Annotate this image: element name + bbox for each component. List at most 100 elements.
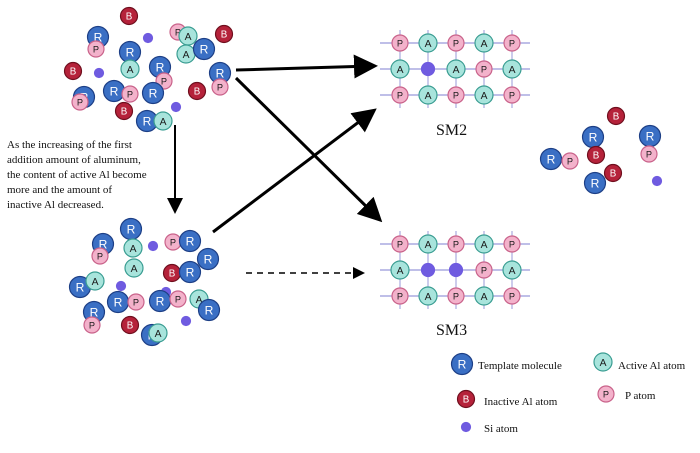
template-molecule-letter: R <box>589 130 598 144</box>
template-molecule: R <box>192 37 216 61</box>
p-atom: P <box>87 40 105 58</box>
template-molecule-shape <box>178 229 202 253</box>
p-atom-letter: P <box>175 27 181 37</box>
template-molecule-letter: R <box>156 60 165 74</box>
active-al-atom-letter: A <box>397 65 404 76</box>
inactive-al-atom-letter: B <box>127 321 134 332</box>
annotation-text: As the increasing of the first addition … <box>7 138 187 213</box>
active-al-atom: A <box>178 26 198 46</box>
active-al-atom-letter: A <box>196 295 203 306</box>
si-atom <box>651 175 663 187</box>
p-atom-letter: P <box>509 291 515 301</box>
active-al-atom-letter: A <box>425 240 432 251</box>
template-molecule: R <box>581 125 605 149</box>
template-molecule-letter: R <box>94 30 103 44</box>
active-al-atom-letter: A <box>92 277 99 288</box>
annotation-line-3: the content of active Al become <box>7 169 147 181</box>
template-molecule-letter: R <box>76 280 85 294</box>
legend-si-label: Si atom <box>484 423 518 435</box>
active-al-atom: A <box>474 286 494 306</box>
active-al-atom: A <box>418 286 438 306</box>
active-al-atom-shape <box>390 260 410 280</box>
p-atom: P <box>91 247 109 265</box>
p-atom-shape <box>475 60 493 78</box>
inactive-al-atom: B <box>119 6 139 26</box>
active-al-atom-shape <box>85 271 105 291</box>
p-atom: P <box>503 86 521 104</box>
template-molecule: R <box>148 289 172 313</box>
inactive-al-atom-shape <box>606 106 626 126</box>
inactive-al-atom-letter: B <box>613 112 620 123</box>
p-atom-letter: P <box>509 90 515 100</box>
p-atom-shape <box>391 86 409 104</box>
si-atom <box>93 67 105 79</box>
active-al-atom-shape <box>390 59 410 79</box>
p-atom: P <box>71 93 89 111</box>
annotation-line-5: inactive Al decreased. <box>7 199 104 211</box>
inactive-al-atom: B <box>114 101 134 121</box>
inactive-al-atom-shape <box>586 145 606 165</box>
p-atom: P <box>169 290 187 308</box>
active-al-atom-letter: A <box>425 292 432 303</box>
legend-active-label: Active Al atom <box>618 360 686 372</box>
p-atom: P <box>475 261 493 279</box>
active-al-atom-letter: A <box>509 65 516 76</box>
p-atom-shape <box>503 34 521 52</box>
active-al-atom-letter: A <box>160 117 167 128</box>
template-molecule: R <box>450 352 474 376</box>
active-al-atom-shape <box>474 33 494 53</box>
template-molecule: R <box>539 147 563 171</box>
p-atom: P <box>164 233 182 251</box>
p-atom: P <box>83 316 101 334</box>
p-atom-letter: P <box>217 82 223 92</box>
template-molecule-letter: R <box>149 86 158 100</box>
active-al-atom-letter: A <box>425 39 432 50</box>
p-atom: P <box>121 85 139 103</box>
template-molecule-letter: R <box>200 42 209 56</box>
active-al-atom-letter: A <box>453 65 460 76</box>
inactive-al-atom-shape <box>603 163 623 183</box>
template-molecule-shape <box>197 298 221 322</box>
template-molecule-letter: R <box>547 152 556 166</box>
p-atom-letter: P <box>93 44 99 54</box>
active-al-atom: A <box>176 44 196 64</box>
inactive-al-atom: B <box>162 263 182 283</box>
template-molecule-letter: R <box>99 237 108 251</box>
annotation-line-2: addition amount of aluminum, <box>7 154 141 166</box>
active-al-atom-shape <box>474 286 494 306</box>
active-al-atom: A <box>502 260 522 280</box>
active-al-atom: A <box>418 85 438 105</box>
active-al-atom-shape <box>502 59 522 79</box>
si-atom <box>420 61 436 77</box>
template-molecule: R <box>178 229 202 253</box>
p-atom-shape <box>447 86 465 104</box>
active-al-atom-shape <box>120 59 140 79</box>
active-al-atom: A <box>474 85 494 105</box>
active-al-atom-letter: A <box>185 32 192 43</box>
active-al-atom: A <box>593 352 613 372</box>
template-molecule-letter: R <box>458 357 467 371</box>
active-al-atom-letter: A <box>509 266 516 277</box>
p-atom-shape <box>121 85 139 103</box>
si-atom-shape <box>651 175 663 187</box>
p-atom-shape <box>71 93 89 111</box>
p-atom-shape <box>640 145 658 163</box>
p-atom-letter: P <box>481 265 487 275</box>
si-atom-shape <box>93 67 105 79</box>
si-atom-shape <box>420 61 436 77</box>
active-al-atom-shape <box>446 59 466 79</box>
active-al-atom: A <box>418 33 438 53</box>
inactive-al-atom-letter: B <box>126 12 133 23</box>
p-atom-shape <box>561 152 579 170</box>
template-molecule-letter: R <box>216 66 225 80</box>
inactive-al-atom-letter: B <box>221 30 228 41</box>
template-molecule-shape <box>450 352 474 376</box>
arrows <box>167 54 383 279</box>
template-molecule-shape <box>192 37 216 61</box>
template-molecule-letter: R <box>90 305 99 319</box>
active-al-atom-shape <box>474 85 494 105</box>
active-al-atom: A <box>474 33 494 53</box>
template-molecule-letter: R <box>156 294 165 308</box>
p-atom-shape <box>91 247 109 265</box>
p-atom-letter: P <box>397 291 403 301</box>
